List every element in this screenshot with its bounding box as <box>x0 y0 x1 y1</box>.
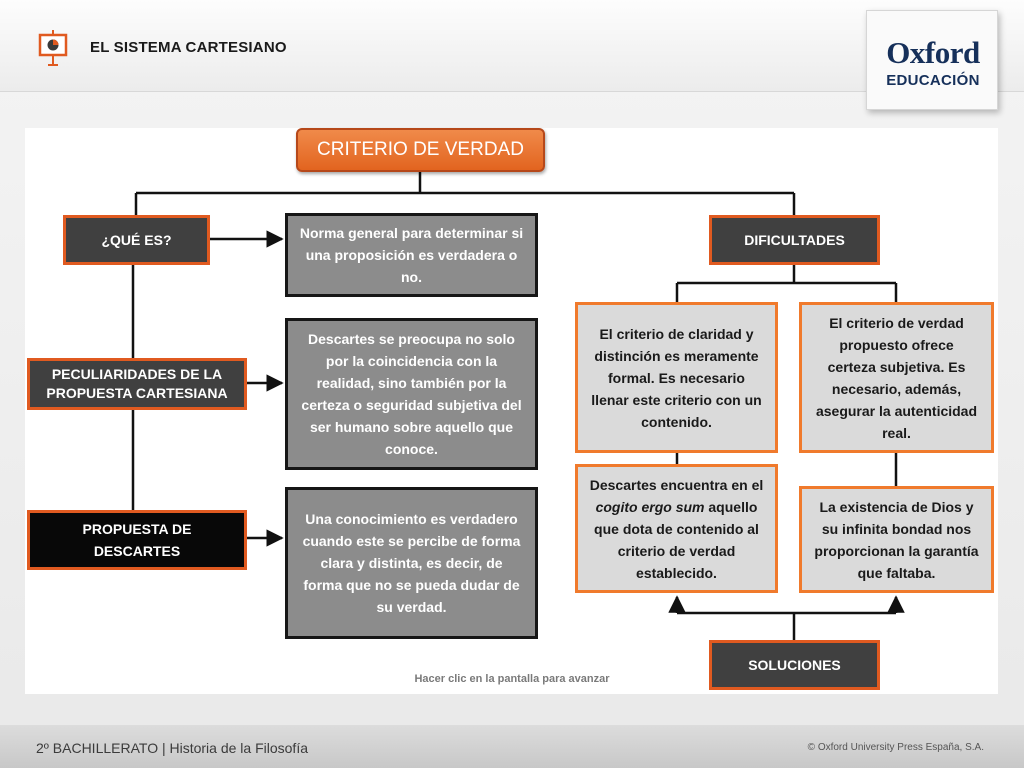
solution-cogito-content: Descartes encuentra en el cogito ergo su… <box>586 474 767 584</box>
difficulty-formal-text: El criterio de claridad y distinción es … <box>575 302 778 453</box>
definition-text: Norma general para determinar si una pro… <box>285 213 538 297</box>
presentation-easel-icon <box>38 30 68 66</box>
label-soluciones: SOLUCIONES <box>709 640 880 690</box>
solution-cogito-italic: cogito ergo sum <box>595 498 705 515</box>
difficulty-subjective-text: El criterio de verdad propuesto ofrece c… <box>799 302 994 453</box>
peculiarity-text: Descartes se preocupa no solo por la coi… <box>285 318 538 470</box>
solution-god-text: La existencia de Dios y su infinita bond… <box>799 486 994 593</box>
logo-wordmark: Oxford <box>886 35 980 70</box>
label-peculiaridades: PECULIARIDADES DE LA PROPUESTA CARTESIAN… <box>27 358 247 410</box>
label-que-es: ¿QUÉ ES? <box>63 215 210 265</box>
label-dificultades: DIFICULTADES <box>709 215 880 265</box>
solution-cogito-pre: Descartes encuentra en el <box>589 476 764 493</box>
label-propuesta-descartes: PROPUESTA DE DESCARTES <box>27 510 247 570</box>
advance-hint: Hacer clic en la pantalla para avanzar <box>414 673 610 685</box>
solution-cogito-post: aquello que dota de contenido al criteri… <box>594 498 759 581</box>
logo-subtitle: EDUCACIÓN <box>886 72 980 89</box>
page-title: EL SISTEMA CARTESIANO <box>90 39 287 56</box>
header-band <box>0 0 1024 92</box>
solution-cogito-text: Descartes encuentra en el cogito ergo su… <box>575 464 778 593</box>
footer-course: 2º BACHILLERATO | Historia de la Filosof… <box>36 740 309 756</box>
footer-band <box>0 725 1024 768</box>
oxford-logo: Oxford EDUCACIÓN <box>866 10 998 110</box>
proposal-text: Una conocimiento es verdadero cuando est… <box>285 487 538 639</box>
footer-copyright: © Oxford University Press España, S.A. <box>807 742 984 753</box>
diagram-title: CRITERIO DE VERDAD <box>296 128 545 172</box>
